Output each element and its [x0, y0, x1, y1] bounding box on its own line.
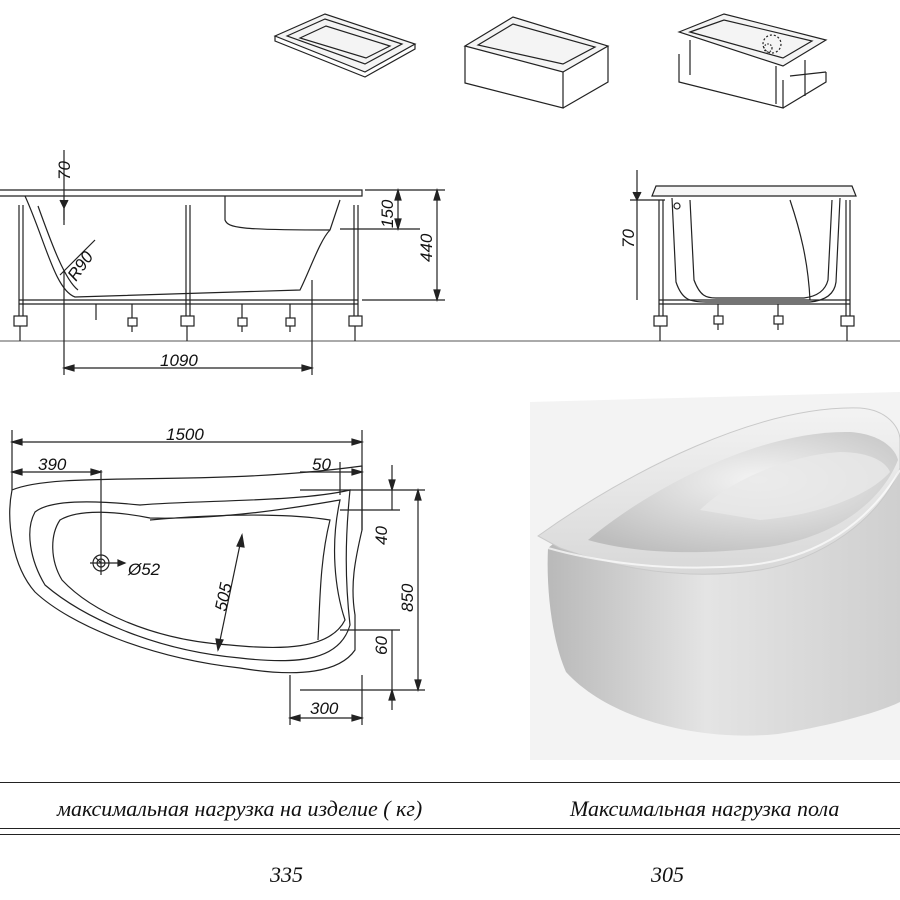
table-rule-mid2 — [0, 834, 900, 835]
dim-width: 850 — [398, 583, 417, 612]
dim-rim-height: 150 — [378, 199, 397, 228]
side-elevation-view — [0, 150, 900, 375]
dim-drain-offset: 390 — [38, 455, 67, 474]
table-rule-mid — [0, 828, 900, 829]
dim-length: 1500 — [166, 425, 204, 444]
table-header-max-load-floor: Максимальная нагрузка пола — [570, 796, 840, 821]
dim-drain-diameter: Ø52 — [127, 560, 161, 579]
dim-front-offset: 300 — [310, 699, 339, 718]
table-value-floor-load: 305 — [651, 862, 684, 887]
dim-bottom-length: 1090 — [160, 351, 198, 370]
bathtub-render-image — [530, 392, 900, 760]
dim-side-offset: 70 — [619, 229, 638, 248]
dim-edge-margin: 50 — [312, 455, 331, 474]
thumbnail-bath-with-panel — [463, 16, 610, 109]
plan-view — [9, 430, 425, 725]
end-elevation-view — [630, 170, 857, 341]
dim-total-height: 440 — [417, 233, 436, 262]
table-header-max-load-product: максимальная нагрузка на изделие ( кг) — [57, 796, 423, 821]
dim-rim-bottom: 60 — [372, 636, 391, 655]
thumbnail-bath-only — [273, 13, 417, 78]
dim-top-offset: 70 — [55, 161, 74, 180]
table-value-product-load: 335 — [270, 862, 303, 887]
table-rule-top — [0, 782, 900, 783]
thumbnail-bath-with-frame — [677, 13, 828, 109]
load-table: максимальная нагрузка на изделие ( кг) М… — [0, 780, 900, 900]
dim-rim-top: 40 — [372, 526, 391, 545]
